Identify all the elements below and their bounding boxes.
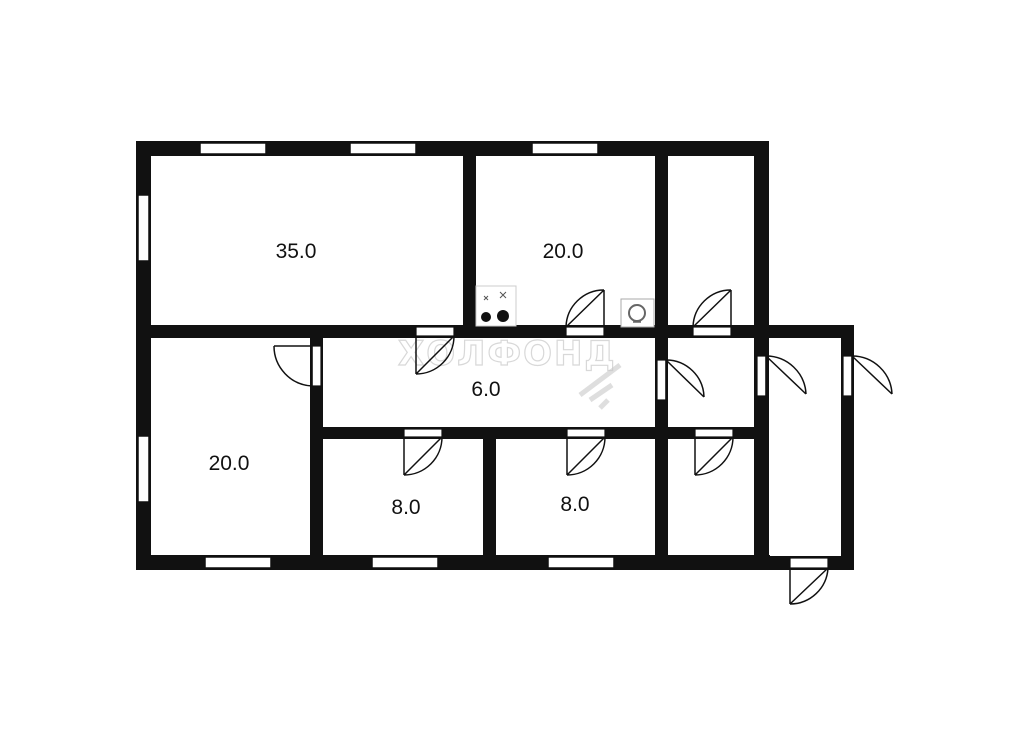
gap-living <box>415 326 455 337</box>
door-kitchen <box>565 289 605 328</box>
room-area-kitchen: 20.0 <box>543 240 584 263</box>
window-top-1 <box>199 142 267 155</box>
watermark-logo-icon <box>578 363 622 410</box>
wall-living-kitchen <box>463 141 476 336</box>
door-gaps <box>311 326 853 569</box>
door-hall-wc <box>665 359 705 400</box>
wall-kitchen-storage <box>655 141 668 336</box>
gap-storage <box>692 326 732 337</box>
door-storage <box>692 289 732 328</box>
wall-middle <box>136 325 853 338</box>
watermark: ХОЛФОНД <box>397 333 622 410</box>
gap-ext-outer <box>842 355 853 397</box>
gap-hall-wc <box>656 359 667 401</box>
stove-icon <box>475 285 517 327</box>
room-area-hall: 6.0 <box>471 378 500 401</box>
gap-kitchen <box>565 326 605 337</box>
window-bottom-2 <box>371 556 439 569</box>
gap-small1 <box>403 428 443 438</box>
door-bedroom-left <box>273 345 313 387</box>
window-top-2 <box>349 142 417 155</box>
door-wc-lower <box>694 436 734 476</box>
room-area-bedroom-small-2: 8.0 <box>560 493 589 516</box>
door-ext-outer <box>851 355 893 396</box>
wall-top <box>136 141 769 156</box>
door-living <box>415 335 455 375</box>
gap-wc-lower <box>694 428 734 438</box>
window-bottom-3 <box>547 556 615 569</box>
door-small1 <box>403 436 443 476</box>
window-left-2 <box>137 435 150 503</box>
room-area-bedroom-small-1: 8.0 <box>391 496 420 519</box>
room-labels: 35.0 20.0 6.0 20.0 8.0 8.0 <box>209 240 590 519</box>
gap-wc-ext <box>756 355 767 397</box>
door-entrance <box>789 567 829 605</box>
sink-icon <box>620 298 655 328</box>
window-top-3 <box>531 142 599 155</box>
room-area-living: 35.0 <box>276 240 317 263</box>
watermark-text: ХОЛФОНД <box>398 334 617 374</box>
gap-entrance <box>789 557 829 569</box>
room-area-bedroom-left: 20.0 <box>209 452 250 475</box>
door-small2 <box>566 436 606 476</box>
doors <box>273 289 893 605</box>
door-wc-ext <box>765 355 807 396</box>
wall-small1-small2 <box>483 427 496 570</box>
wall-right-upper <box>754 141 769 336</box>
window-bottom-1 <box>204 556 272 569</box>
gap-bedroom-left <box>311 345 322 387</box>
gap-small2 <box>566 428 606 438</box>
windows <box>137 142 615 569</box>
window-left-1 <box>137 194 150 262</box>
